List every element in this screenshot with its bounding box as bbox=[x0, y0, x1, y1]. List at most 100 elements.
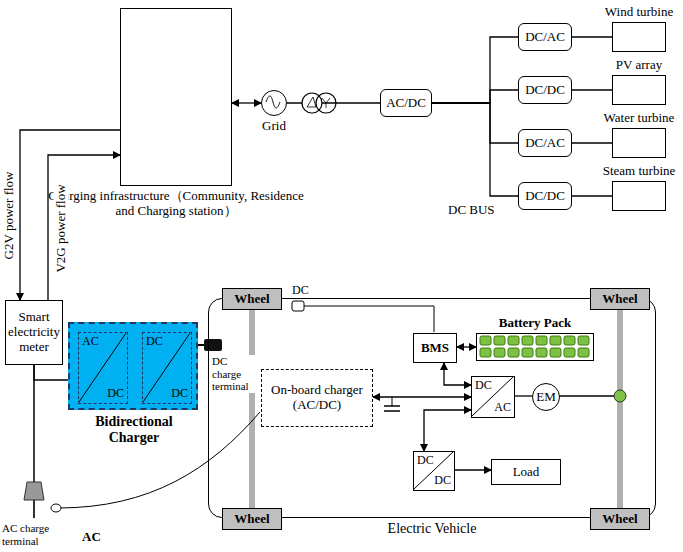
ac-cable bbox=[33, 365, 35, 482]
connector bbox=[373, 396, 471, 397]
connector bbox=[457, 346, 476, 347]
node-text: AC/DC bbox=[386, 96, 426, 111]
node-text: Wheel bbox=[602, 512, 637, 527]
node-text: BMS bbox=[421, 341, 449, 356]
ac-inlet bbox=[51, 504, 61, 512]
node-text: Charging infrastructure（Community, Resid… bbox=[41, 189, 311, 219]
vehicle-outline: Electric VehicleBattery PackBMSOn-board … bbox=[208, 298, 656, 518]
connector bbox=[572, 89, 612, 90]
node-text: Steam turbine bbox=[594, 164, 683, 179]
node-text: DC bbox=[475, 379, 492, 393]
node-text: Load bbox=[513, 465, 540, 480]
capacitor-plate bbox=[384, 405, 400, 407]
connector bbox=[232, 102, 261, 103]
node-text: Smart electricity meter bbox=[8, 310, 60, 355]
node-text: Bidirectional Charger bbox=[69, 414, 199, 446]
node-text: Wheel bbox=[234, 512, 269, 527]
wheel-box: Wheel bbox=[222, 508, 282, 530]
source-box: Water turbine bbox=[612, 128, 666, 158]
node-text: DC/AC bbox=[525, 136, 565, 151]
node-text: On-board charger (AC/DC) bbox=[264, 383, 370, 413]
terminal-label: DC bbox=[292, 284, 309, 298]
terminal-label: DC charge terminal bbox=[212, 355, 256, 393]
shaft bbox=[559, 395, 620, 397]
capacitor-lead bbox=[392, 397, 393, 406]
node-text: AC bbox=[494, 401, 511, 415]
converter-box: DCDC bbox=[413, 451, 455, 491]
dc-inlet bbox=[292, 301, 304, 311]
node-text: Wind turbine bbox=[594, 5, 683, 20]
source-box: Steam turbine bbox=[612, 181, 666, 211]
capacitor-plate bbox=[384, 410, 400, 412]
battery-cells bbox=[477, 334, 592, 359]
dc-plug bbox=[204, 339, 222, 351]
connector bbox=[432, 90, 518, 103]
ac-plug-pin bbox=[33, 500, 35, 518]
ac-plug bbox=[24, 482, 44, 500]
source-box: Wind turbine bbox=[612, 22, 666, 52]
wheel-box: Wheel bbox=[222, 288, 282, 310]
node-text: DC/AC bbox=[525, 30, 565, 45]
node-text: DC bbox=[146, 335, 163, 349]
flow-label: G2V power flow bbox=[3, 171, 18, 259]
node-text: DC bbox=[417, 454, 434, 468]
transformer-coil bbox=[316, 93, 336, 113]
battery-pack: Battery Pack bbox=[476, 333, 594, 361]
converter-box: ACDC bbox=[78, 332, 128, 404]
connector bbox=[572, 36, 612, 37]
node-text: DC/DC bbox=[525, 83, 565, 98]
bms-box: BMS bbox=[413, 333, 457, 363]
node-text: Water turbine bbox=[594, 111, 683, 126]
converter-box: DC/AC bbox=[518, 129, 572, 157]
source-box: PV array bbox=[612, 75, 666, 105]
terminal-label: AC charge terminal bbox=[2, 522, 80, 547]
dc-cable bbox=[198, 344, 204, 346]
node-text: AC bbox=[82, 335, 99, 349]
axle bbox=[617, 310, 623, 508]
grid-symbol: Grid bbox=[261, 90, 287, 116]
dc-wire bbox=[304, 306, 434, 332]
ac-cable bbox=[58, 412, 260, 508]
gear-dot bbox=[614, 390, 626, 402]
flow-label: V2G power flow bbox=[54, 184, 69, 272]
connector bbox=[432, 103, 518, 196]
delta-symbol bbox=[307, 97, 316, 107]
connector bbox=[48, 155, 120, 300]
node-text: EM bbox=[536, 390, 556, 405]
node-text: PV array bbox=[594, 58, 683, 73]
sine-symbol bbox=[262, 91, 284, 113]
node-text: Battery Pack bbox=[476, 316, 594, 331]
connector bbox=[444, 363, 471, 385]
converter-box: DCAC bbox=[471, 376, 515, 418]
infrastructure-box: Charging infrastructure（Community, Resid… bbox=[120, 8, 232, 186]
converter-box: DC/DC bbox=[518, 76, 572, 104]
node-text: DC bbox=[171, 387, 188, 401]
motor-circle: EM bbox=[532, 383, 560, 411]
converter-box: DC/AC bbox=[518, 23, 572, 51]
connector bbox=[432, 37, 518, 103]
wye-symbol bbox=[322, 98, 330, 108]
node-text: DC bbox=[434, 474, 451, 488]
node-text: Electric Vehicle bbox=[352, 521, 512, 537]
connector bbox=[432, 103, 518, 143]
charger-box: Bidirectional ChargerACDCDCDC bbox=[68, 322, 198, 410]
charger-box: On-board charger (AC/DC) bbox=[261, 369, 373, 427]
bus-label: DC BUS bbox=[448, 203, 495, 218]
terminal-label: AC bbox=[82, 530, 101, 545]
connector bbox=[572, 142, 612, 143]
converter-box: DC DC bbox=[142, 332, 192, 404]
wheel-box: Wheel bbox=[590, 508, 650, 530]
axle bbox=[249, 310, 255, 508]
node-text: Wheel bbox=[602, 292, 637, 307]
converter-box: DC/DC bbox=[518, 182, 572, 210]
node-text: Grid bbox=[254, 119, 294, 134]
wheel-box: Wheel bbox=[590, 288, 650, 310]
node-text: Wheel bbox=[234, 292, 269, 307]
connector bbox=[515, 395, 532, 396]
meter-box: Smart electricity meter bbox=[5, 300, 63, 365]
load-box: Load bbox=[491, 459, 561, 485]
